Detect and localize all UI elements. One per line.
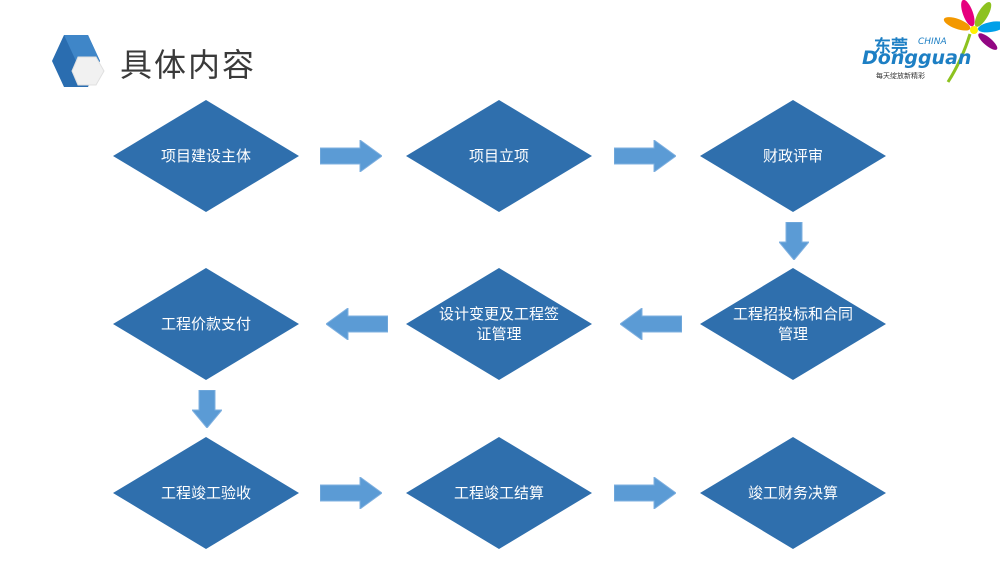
arrow-left-icon [620, 308, 682, 340]
flow-node-label: 工程竣工结算 [453, 484, 544, 502]
flow-node-design-change: 设计变更及工程签证管理 [406, 268, 592, 380]
flow-node-completion-settlement: 工程竣工结算 [406, 437, 592, 549]
flow-node-label: 工程价款支付 [160, 315, 251, 333]
flow-node-label: 项目立项 [468, 147, 529, 165]
logo-slogan: 每天绽放新精彩 [876, 72, 925, 80]
flow-node-label: 工程招投标和合同管理 [732, 305, 853, 343]
flow-node-label: 财政评审 [762, 147, 823, 165]
dongguan-logo: 东莞 CHINA Dongguan 每天绽放新精彩 [852, 0, 1000, 90]
flow-node-project-approval: 项目立项 [406, 100, 592, 212]
flow-node-label: 项目建设主体 [160, 147, 251, 165]
arrow-left-icon [326, 308, 388, 340]
arrow-right-icon [614, 140, 676, 172]
arrow-right-icon [320, 140, 382, 172]
arrow-down-icon [779, 222, 809, 260]
flow-node-bidding-contract: 工程招投标和合同管理 [700, 268, 886, 380]
flow-node-final-accounts: 竣工财务决算 [700, 437, 886, 549]
flow-node-label: 工程竣工验收 [160, 484, 251, 502]
arrow-right-icon [320, 477, 382, 509]
flow-node-completion-acceptance: 工程竣工验收 [113, 437, 299, 549]
logo-text-en: CHINA [918, 37, 947, 47]
arrow-right-icon [614, 477, 676, 509]
hexagon-cube-icon [44, 33, 106, 89]
flow-node-payment: 工程价款支付 [113, 268, 299, 380]
logo-text-dongguan: Dongguan [862, 47, 972, 69]
logo-text-cn: 东莞 [874, 37, 908, 57]
page-title: 具体内容 [120, 46, 257, 84]
flow-node-project-owner: 项目建设主体 [113, 100, 299, 212]
flow-node-label: 竣工财务决算 [747, 484, 838, 502]
flow-node-label: 设计变更及工程签证管理 [438, 305, 559, 343]
arrow-down-icon [192, 390, 222, 428]
flow-node-financial-review: 财政评审 [700, 100, 886, 212]
